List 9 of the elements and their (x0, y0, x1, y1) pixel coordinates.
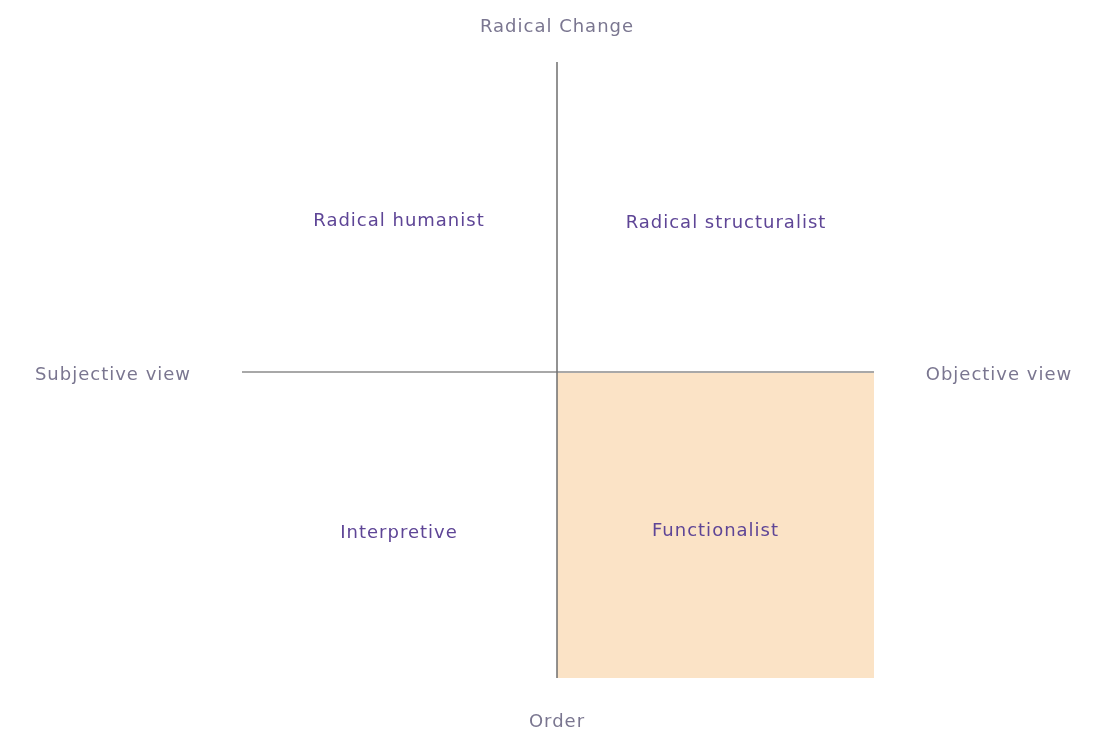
axis-label: Subjective view (34, 362, 192, 384)
quadrant-label: Interpretive (340, 520, 458, 542)
axis-label: Order (528, 709, 586, 729)
axis-label: Radical Change (479, 14, 635, 36)
axis-label: Objective view (925, 362, 1073, 384)
quadrant-label: Functionalist (652, 518, 779, 540)
quadrant-label: Radical structuralist (625, 210, 827, 232)
quadrant-label: Radical humanist (313, 208, 485, 230)
quadrant-area (557, 372, 874, 678)
